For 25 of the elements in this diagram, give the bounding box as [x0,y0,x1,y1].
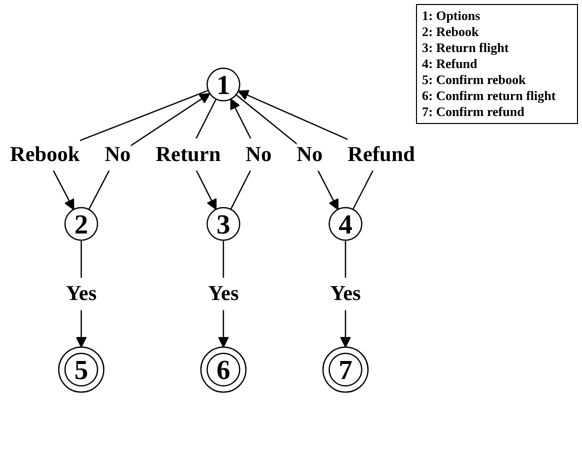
arrow [236,94,339,210]
node-circle: 3 [206,207,240,241]
edge-label: Yes [330,281,361,306]
edge-label: Refund [348,142,415,166]
legend-note: 1: Options [422,8,482,24]
arrow [88,92,210,210]
legend-note: 6: Confirm return flight [422,88,557,104]
node-circle: 5 [58,346,104,393]
node-circle: 1 [206,68,240,102]
edge-label: No [296,142,323,166]
node-circle: 4 [328,207,362,241]
edge-label: Yes [208,281,239,306]
edge-label: No [104,142,131,166]
edge-label: Yes [66,281,97,306]
edge-label: Rebook [10,142,80,166]
legend-note: 2: Rebook [422,24,480,40]
edge-label: No [246,142,272,166]
legend-note: 7: Confirm refund [422,104,526,120]
node-circle: 7 [322,346,369,393]
legend-note: 4: Refund [422,56,478,72]
legend-note: 3: Return flight [422,40,510,56]
node-circle: 6 [200,346,247,393]
legend-note: 5: Confirm rebook [422,72,527,88]
edge-label: Return [156,142,221,166]
node-circle: 2 [64,207,98,241]
